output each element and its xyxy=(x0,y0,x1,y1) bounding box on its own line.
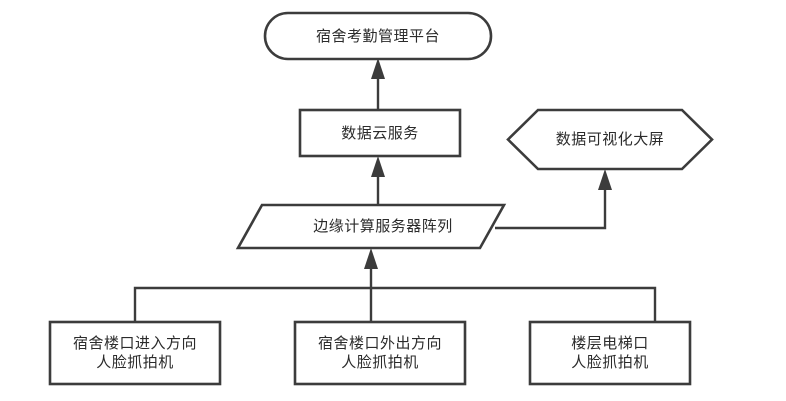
arrowhead-up-icon xyxy=(598,169,612,190)
connector-cloud-service-to-platform xyxy=(371,58,385,110)
connector-cameras-bus-to-edge-server xyxy=(364,248,378,322)
node-shape-platform[interactable] xyxy=(263,11,493,61)
connector-cameras-horizontal-bus xyxy=(133,286,657,322)
connector-edge-server-to-cloud-service xyxy=(371,156,385,205)
arrowhead-up-icon xyxy=(371,156,385,177)
node-shape-camera-elevator[interactable] xyxy=(528,320,692,386)
node-shape-visualization-screen[interactable] xyxy=(506,108,714,171)
node-shape-camera-exit[interactable] xyxy=(293,320,467,386)
node-shape-edge-server-array[interactable] xyxy=(235,203,507,250)
node-shape-camera-entry[interactable] xyxy=(48,320,222,386)
arrowhead-up-icon xyxy=(371,58,385,79)
arrowhead-up-icon xyxy=(364,248,378,269)
node-shape-cloud-service[interactable] xyxy=(298,108,462,158)
connector-edge-server-to-visualization-screen xyxy=(495,169,612,230)
